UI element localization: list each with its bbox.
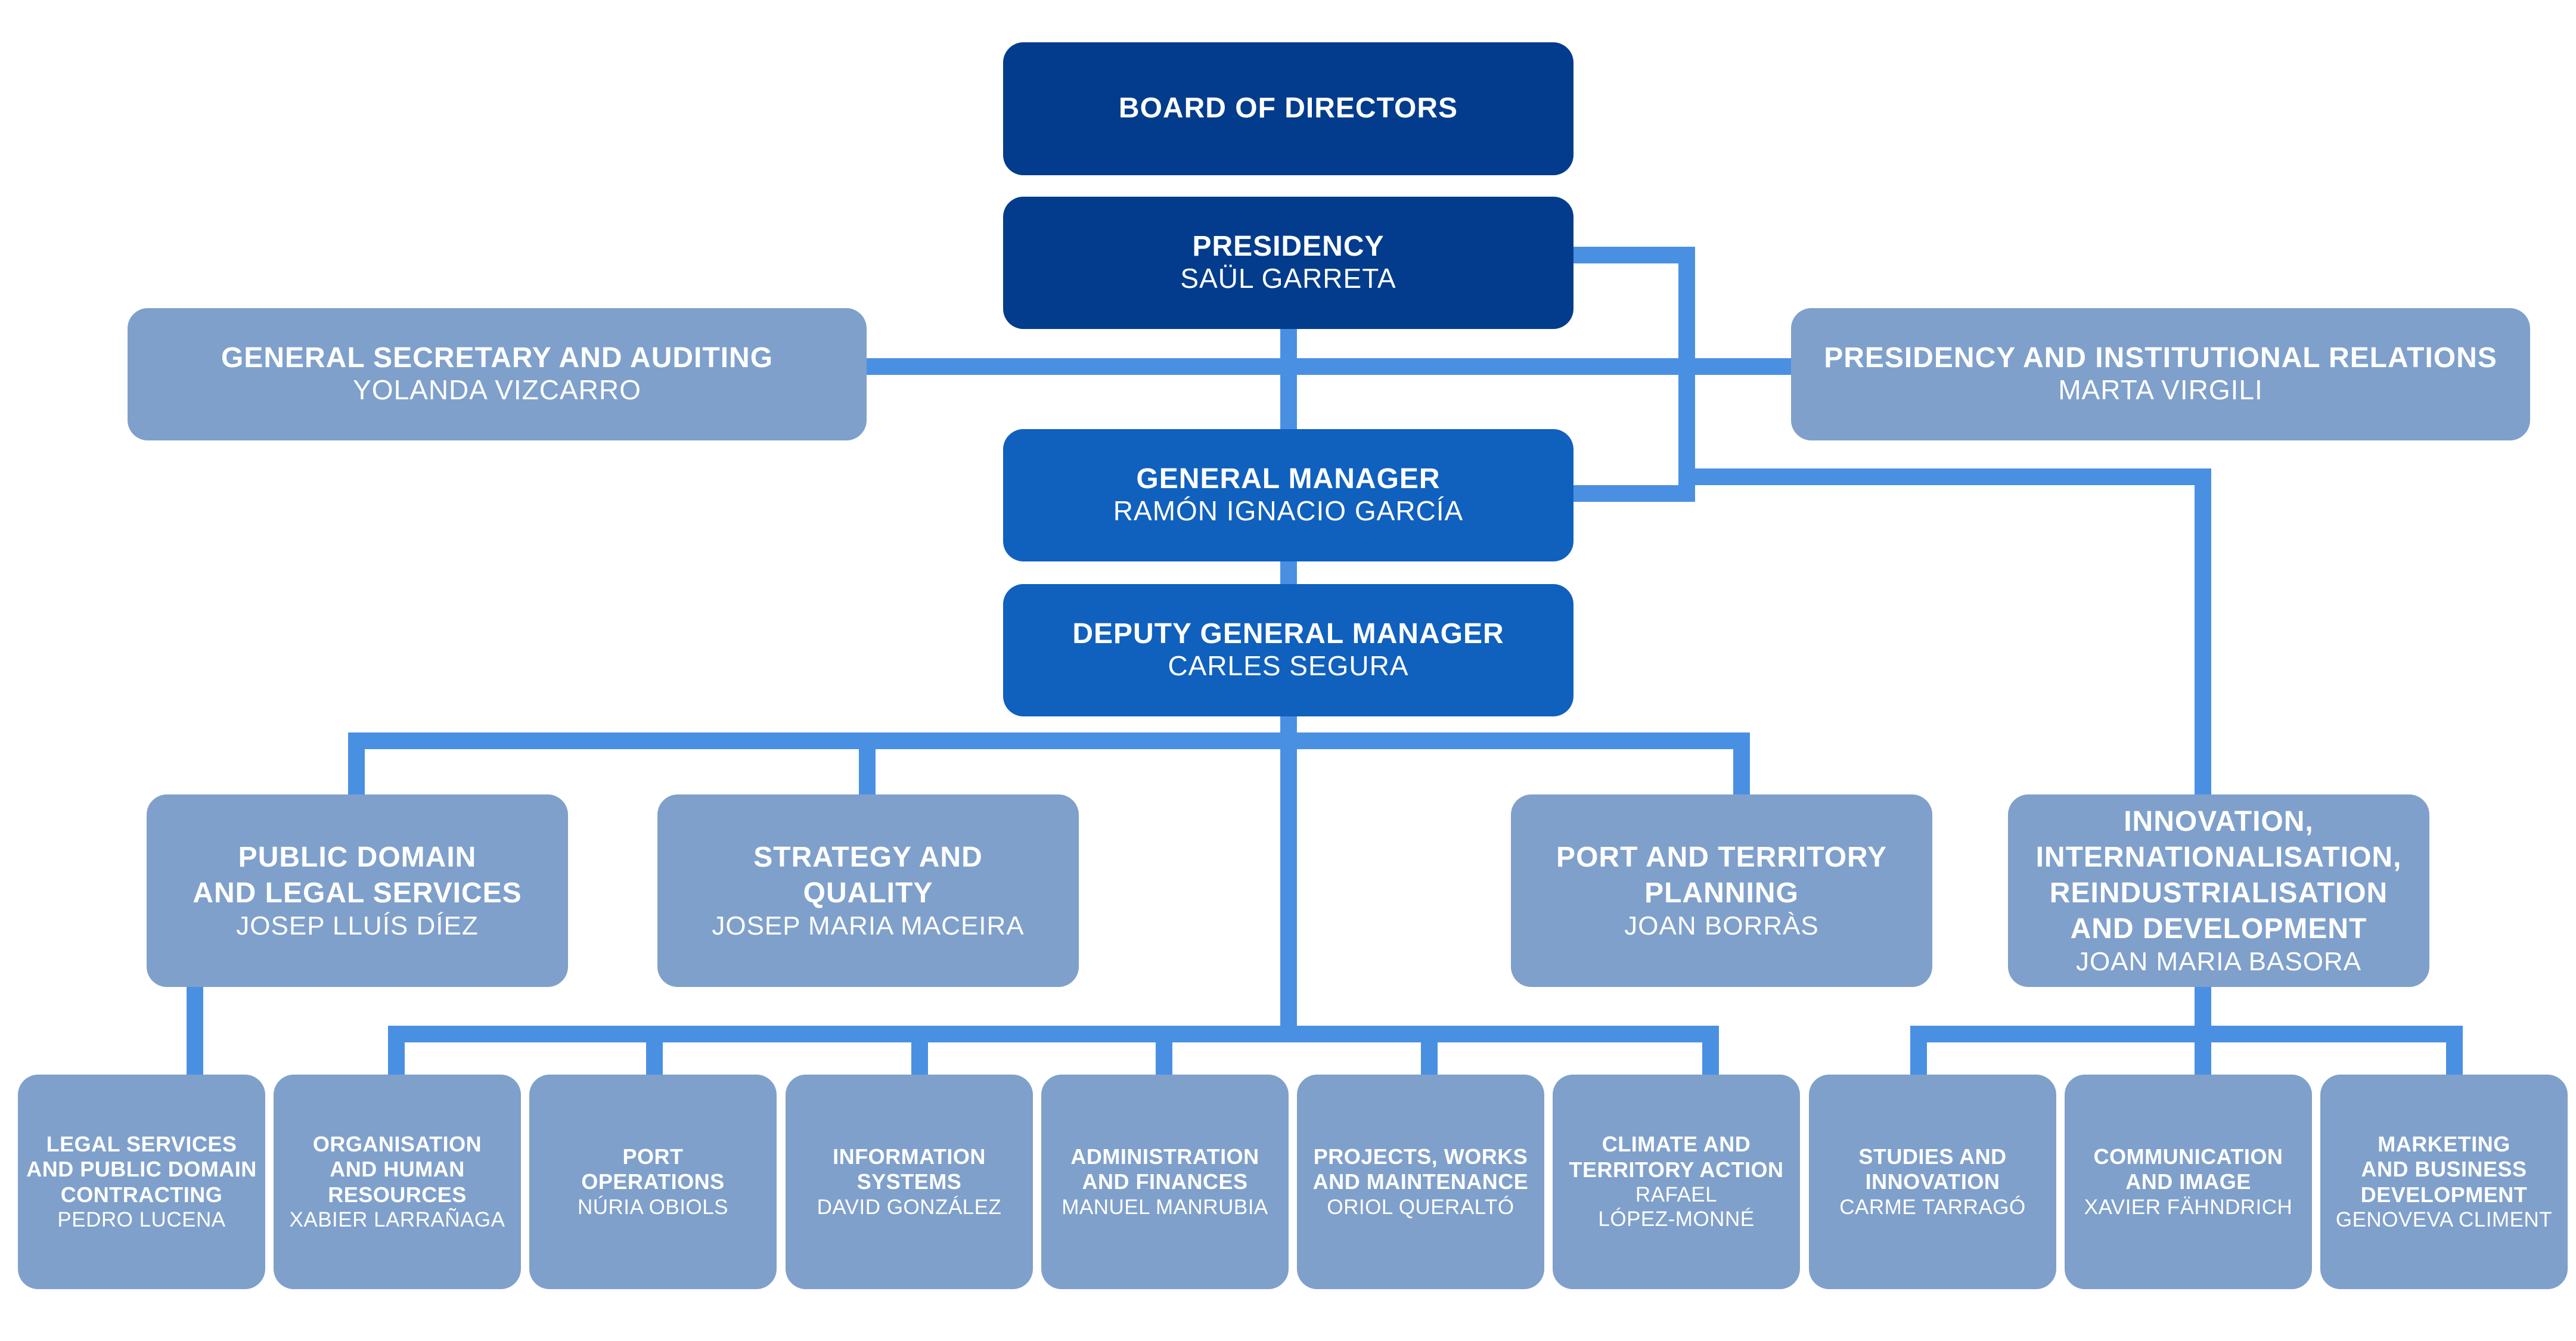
general-manager-name: RAMÓN IGNACIO GARCÍA (1113, 495, 1464, 526)
board-title: BOARD OF DIRECTORS (1118, 92, 1458, 125)
department-title-line: SYSTEMS (856, 1169, 962, 1194)
division-title-line: QUALITY (803, 877, 933, 909)
department-title-line: AND MAINTENANCE (1312, 1169, 1529, 1194)
department-communication-box: COMMUNICATION AND IMAGE XAVIER FÄHNDRICH (2065, 1075, 2312, 1289)
department-head-name: NÚRIA OBIOLS (577, 1195, 729, 1219)
department-head-name: XAVIER FÄHNDRICH (2084, 1195, 2293, 1219)
department-title-line: INFORMATION (833, 1144, 986, 1169)
general-manager-title: GENERAL MANAGER (1136, 463, 1441, 495)
department-horizontal-line (388, 1026, 1719, 1084)
department-head-name: RAFAEL (1635, 1183, 1718, 1207)
presidency-side-bracket (1565, 247, 1695, 502)
department-title-line: MARKETING (2378, 1131, 2510, 1156)
department-title-line: AND BUSINESS (2361, 1157, 2527, 1182)
innovation-branch-line (1678, 468, 2211, 804)
department-title-line: CLIMATE AND (1602, 1132, 1751, 1157)
department-studies-box: STUDIES AND INNOVATION CARME TARRAGÓ (1809, 1075, 2056, 1289)
division-title-line: REINDUSTRIALISATION (2049, 877, 2388, 909)
presidency-title: PRESIDENCY (1192, 231, 1385, 263)
general-manager-box: GENERAL MANAGER RAMÓN IGNACIO GARCÍA (1003, 429, 1573, 561)
department-climate-box: CLIMATE AND TERRITORY ACTION RAFAEL LÓPE… (1553, 1075, 1800, 1289)
department-title-line: AND FINANCES (1082, 1169, 1248, 1194)
department-title-line: OPERATIONS (581, 1169, 725, 1194)
division-head-name: JOSEP LLUÍS DÍEZ (236, 911, 479, 941)
department-head-name: CARME TARRAGÓ (1839, 1195, 2026, 1219)
institutional-relations-name: MARTA VIRGILI (2058, 374, 2263, 405)
division-title-line: INTERNATIONALISATION, (2035, 842, 2402, 874)
department-title-line: STUDIES AND (1858, 1144, 2007, 1169)
deputy-general-manager-box: DEPUTY GENERAL MANAGER CARLES SEGURA (1003, 584, 1573, 716)
division-title-line: AND DEVELOPMENT (2070, 913, 2367, 945)
division-title-line: PUBLIC DOMAIN (238, 842, 477, 874)
department-title-line: RESOURCES (328, 1182, 467, 1207)
division-title-line: AND LEGAL SERVICES (193, 877, 522, 909)
department-head-name: GENOVEVA CLIMENT (2335, 1208, 2553, 1232)
division-horizontal-line (348, 732, 1750, 804)
department-head-name: DAVID GONZÁLEZ (817, 1195, 1002, 1219)
department-legal-services-box: LEGAL SERVICES AND PUBLIC DOMAIN CONTRAC… (18, 1075, 265, 1289)
general-secretary-box: GENERAL SECRETARY AND AUDITING YOLANDA V… (128, 308, 867, 440)
general-secretary-title: GENERAL SECRETARY AND AUDITING (221, 342, 774, 374)
department-human-resources-box: ORGANISATION AND HUMAN RESOURCES XABIER … (274, 1075, 521, 1289)
division-head-name: JOSEP MARIA MACEIRA (712, 911, 1025, 941)
department-title-line: INNOVATION (1865, 1169, 2000, 1194)
department-port-operations-box: PORT OPERATIONS NÚRIA OBIOLS (529, 1075, 777, 1289)
department-title-line: AND HUMAN (330, 1157, 465, 1182)
innovation-horizontal-line (1910, 1026, 2463, 1084)
department-title-line: ADMINISTRATION (1070, 1144, 1259, 1169)
institutional-relations-title: PRESIDENCY AND INSTITUTIONAL RELATIONS (1824, 342, 2497, 374)
presidency-name: SAÜL GARRETA (1180, 262, 1396, 294)
department-projects-box: PROJECTS, WORKS AND MAINTENANCE ORIOL QU… (1297, 1075, 1544, 1289)
department-head-name: LÓPEZ-MONNÉ (1598, 1207, 1755, 1231)
department-title-line: DEVELOPMENT (2360, 1182, 2528, 1207)
department-title-line: PROJECTS, WORKS (1313, 1144, 1528, 1169)
presidency-box: PRESIDENCY SAÜL GARRETA (1003, 197, 1573, 329)
division-title-line: INNOVATION, (2124, 806, 2314, 838)
deputy-general-manager-title: DEPUTY GENERAL MANAGER (1072, 618, 1504, 650)
division-innovation-box: INNOVATION, INTERNATIONALISATION, REINDU… (2008, 794, 2429, 987)
department-title-line: AND PUBLIC DOMAIN (26, 1157, 257, 1182)
department-administration-box: ADMINISTRATION AND FINANCES MANUEL MANRU… (1041, 1075, 1289, 1289)
division-title-line: PORT AND TERRITORY (1556, 842, 1887, 874)
department-title-line: TERRITORY ACTION (1569, 1157, 1784, 1182)
division-title-line: STRATEGY AND (753, 842, 983, 874)
department-title-line: ORGANISATION (312, 1131, 482, 1156)
division-title-line: PLANNING (1644, 877, 1799, 909)
board-of-directors-box: BOARD OF DIRECTORS (1003, 42, 1573, 175)
department-head-name: MANUEL MANRUBIA (1062, 1195, 1268, 1219)
department-title-line: CONTRACTING (60, 1182, 223, 1207)
division-public-domain-box: PUBLIC DOMAIN AND LEGAL SERVICES JOSEP L… (147, 794, 568, 987)
division-head-name: JOAN MARIA BASORA (2075, 947, 2362, 977)
department-marketing-box: MARKETING AND BUSINESS DEVELOPMENT GENOV… (2320, 1075, 2568, 1289)
division-head-name: JOAN BORRÀS (1624, 911, 1819, 941)
department-title-line: AND IMAGE (2125, 1169, 2251, 1194)
division-strategy-box: STRATEGY AND QUALITY JOSEP MARIA MACEIRA (657, 794, 1079, 987)
department-head-name: PEDRO LUCENA (57, 1208, 226, 1232)
institutional-relations-box: PRESIDENCY AND INSTITUTIONAL RELATIONS M… (1791, 308, 2530, 440)
general-secretary-name: YOLANDA VIZCARRO (353, 374, 641, 405)
department-information-systems-box: INFORMATION SYSTEMS DAVID GONZÁLEZ (786, 1075, 1033, 1289)
department-title-line: LEGAL SERVICES (46, 1131, 237, 1156)
department-title-line: COMMUNICATION (2093, 1144, 2283, 1169)
department-head-name: ORIOL QUERALTÓ (1327, 1195, 1514, 1219)
department-title-line: PORT (622, 1144, 684, 1169)
division-port-planning-box: PORT AND TERRITORY PLANNING JOAN BORRÀS (1511, 794, 1932, 987)
deputy-general-manager-name: CARLES SEGURA (1168, 650, 1409, 681)
department-head-name: XABIER LARRAÑAGA (289, 1208, 505, 1232)
